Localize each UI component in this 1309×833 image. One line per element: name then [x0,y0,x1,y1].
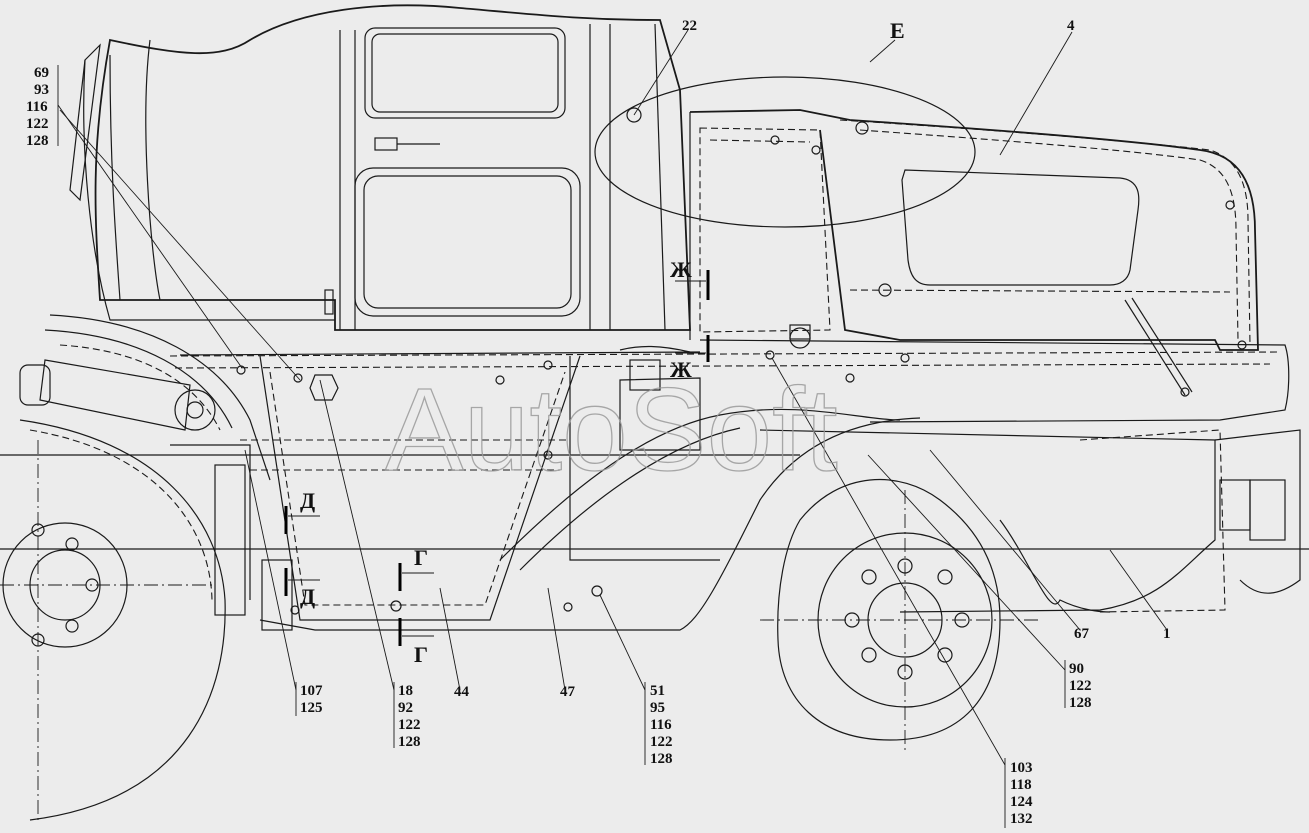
stack-item: 128 [1069,695,1092,711]
front-wheel [760,478,1111,750]
section-g-lower: Г [414,642,428,667]
callout-67: 67 [1074,626,1090,642]
stack-item: 132 [1010,811,1033,827]
stack-item: 128 [650,751,673,767]
section-zh-bottom: Ж [670,357,692,382]
hood [689,109,1259,397]
stack-item: 51 [650,683,665,699]
stack-left-top: 69 93 116 122 128 [26,65,49,149]
stack-item: 92 [398,700,413,716]
section-marks [284,270,710,646]
callout-47: 47 [560,684,576,700]
cab [69,4,691,331]
callout-22: 22 [682,18,697,34]
stack-item: 103 [1010,760,1033,776]
stack-item: 90 [1069,661,1084,677]
stack-90: 90 122 128 [1069,661,1092,711]
leader-lines [57,29,1168,766]
stack-item: 128 [26,133,49,149]
stack-item: 69 [34,65,49,81]
section-d-lower: Д [300,584,315,609]
stack-bars [57,65,1066,828]
chassis [169,324,1301,631]
callout-1: 1 [1163,626,1171,642]
stack-51: 51 95 116 122 128 [650,683,673,767]
rear-wheel [0,314,293,821]
stack-item: 116 [650,717,672,733]
section-d-upper: Д [300,488,315,513]
stack-item: 116 [26,99,48,115]
stack-item: 124 [1010,794,1033,810]
stack-item: 122 [1069,678,1092,694]
stack-item: 107 [300,683,323,699]
callout-44: 44 [454,684,470,700]
stack-103: 103 118 124 132 [1010,760,1033,827]
section-g-upper: Г [414,545,428,570]
stack-item: 95 [650,700,665,716]
callout-4: 4 [1067,18,1075,34]
stack-item: 122 [650,734,673,750]
bolts [236,107,1247,615]
stack-item: 118 [1010,777,1032,793]
stack-item: 122 [398,717,421,733]
section-zh-top: Ж [670,257,692,282]
stack-item: 125 [300,700,323,716]
detail-ellipse-e [594,76,976,228]
callout-e: E [890,18,905,43]
stack-item: 122 [26,116,49,132]
watermark: AutoSoft [385,364,838,496]
stack-item: 93 [34,82,49,98]
stack-107: 107 125 [300,683,323,716]
stack-18: 18 92 122 128 [398,683,421,750]
stack-item: 128 [398,734,421,750]
stack-item: 18 [398,683,413,699]
